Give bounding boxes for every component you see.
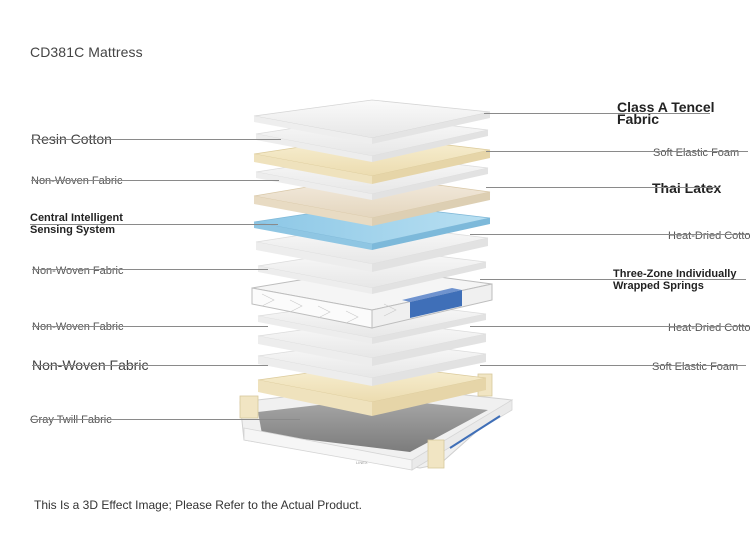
leader-line (32, 269, 268, 270)
leader-line (30, 419, 300, 420)
page-title: CD381C Mattress (30, 44, 143, 60)
leader-line (486, 151, 748, 152)
label-heat-dried-cotton-2: Heat-Dried Cotton (668, 322, 750, 334)
label-non-woven-3: Non-Woven Fabric (32, 321, 124, 333)
leader-line (480, 365, 746, 366)
label-thai-latex: Thai Latex (652, 180, 722, 196)
label-non-woven-2: Non-Woven Fabric (32, 265, 124, 277)
label-heat-dried-cotton-1: Heat-Dried Cotton (668, 230, 750, 242)
label-gray-twill: Gray Twill Fabric (30, 414, 112, 426)
label-soft-foam-top: Soft Elastic Foam (653, 147, 740, 159)
leader-line (484, 113, 710, 114)
leader-line (470, 234, 750, 235)
leader-line (486, 187, 720, 188)
base-brand: LINEX (356, 460, 368, 465)
leader-line (480, 279, 746, 280)
label-wrapped-springs: Three-Zone Individually Wrapped Springs (613, 268, 737, 292)
mattress-base: LINEX (239, 373, 514, 471)
label-non-woven-1: Non-Woven Fabric (31, 175, 123, 187)
leader-line (31, 180, 279, 181)
leader-line (31, 139, 281, 140)
leader-line (470, 326, 750, 327)
leader-line (32, 326, 268, 327)
disclaimer-footnote: This Is a 3D Effect Image; Please Refer … (34, 498, 362, 512)
leader-line (30, 224, 278, 225)
label-tencel-fabric: Class A Tencel Fabric (617, 99, 715, 127)
layer-tencel-fabric (253, 99, 491, 144)
label-sensing-system: Central Intelligent Sensing System (30, 212, 123, 236)
leader-line (32, 365, 268, 366)
label-soft-foam-bottom: Soft Elastic Foam (652, 361, 739, 373)
